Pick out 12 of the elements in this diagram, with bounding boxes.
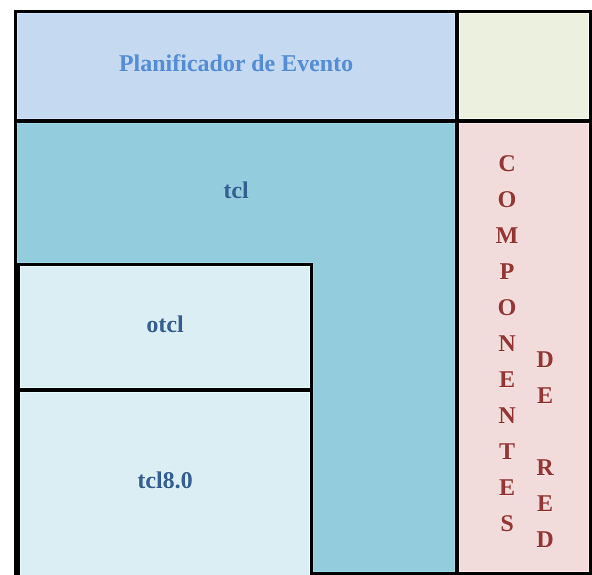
layer-box	[17, 263, 313, 391]
side-panel	[456, 120, 592, 575]
layer-label: tcl8.0	[136, 468, 194, 495]
layer-label: otcl	[145, 312, 185, 339]
vertical-label: DE RED	[533, 347, 557, 563]
layer-panel	[14, 120, 458, 575]
header-cell	[456, 10, 592, 122]
vertical-label: COMPONENTES	[495, 151, 519, 547]
header-cell	[14, 10, 458, 122]
layer-label: tcl	[222, 178, 250, 205]
header-title: Planificador de Evento	[118, 51, 354, 78]
layer-box	[17, 389, 313, 575]
